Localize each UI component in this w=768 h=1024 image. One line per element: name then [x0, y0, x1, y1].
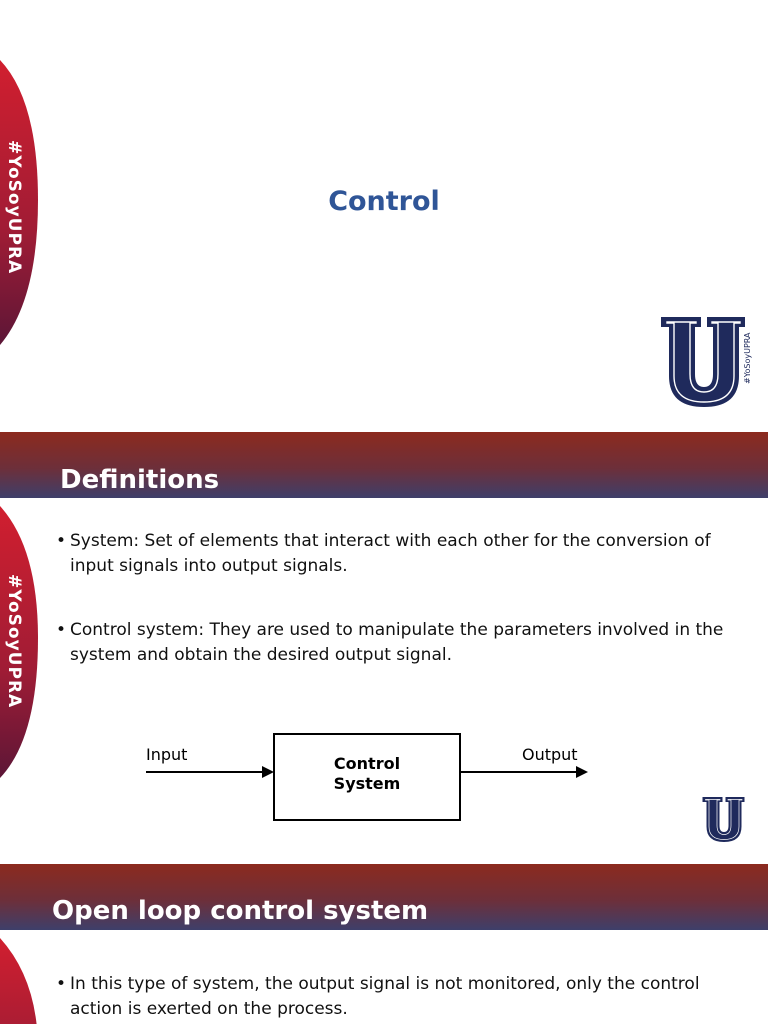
- definitions-list: •System: Set of elements that interact w…: [56, 529, 736, 707]
- side-ribbon-graphic: [0, 506, 38, 778]
- input-label: Input: [146, 745, 187, 764]
- list-item: •System: Set of elements that interact w…: [56, 531, 711, 576]
- open-loop-list: •In this type of system, the output sign…: [56, 972, 736, 1024]
- input-arrow-head: [262, 766, 274, 778]
- section-header-bar: Open loop control system: [0, 864, 768, 930]
- logo-tag-text: #YoSoyUPRA: [743, 332, 752, 384]
- block-label-line2: System: [334, 774, 401, 793]
- output-arrow-head: [576, 766, 588, 778]
- slide-definitions: Definitions #YoSoyUPRA •System: Set of e…: [0, 432, 768, 864]
- bullet-dot: •: [56, 974, 67, 994]
- control-system-block: [273, 733, 461, 821]
- slide-title: #YoSoyUPRA Control #YoSoyUPRA: [0, 0, 768, 432]
- upra-u-logo: #YoSoyUPRA: [661, 317, 752, 408]
- list-item: •Control system: They are used to manipu…: [56, 620, 724, 665]
- ribbon-hashtag: #YoSoyUPRA: [4, 140, 24, 275]
- side-ribbon-graphic: [0, 60, 38, 345]
- block-label-line1: Control: [334, 754, 400, 773]
- section-header-bar: Definitions: [0, 432, 768, 498]
- upra-u-logo: [702, 797, 745, 843]
- control-system-diagram: Input Control System Output: [146, 733, 588, 821]
- list-item: •In this type of system, the output sign…: [56, 974, 700, 1019]
- page-title: Control: [328, 186, 440, 217]
- output-label: Output: [522, 745, 578, 764]
- side-ribbon-graphic: [0, 938, 37, 1024]
- bullet-dot: •: [56, 620, 67, 640]
- slide-open-loop: Open loop control system •In this type o…: [0, 864, 768, 1024]
- ribbon-hashtag: #YoSoyUPRA: [4, 574, 24, 709]
- bullet-dot: •: [56, 531, 67, 551]
- section-title: Open loop control system: [52, 896, 429, 926]
- section-title: Definitions: [60, 465, 220, 495]
